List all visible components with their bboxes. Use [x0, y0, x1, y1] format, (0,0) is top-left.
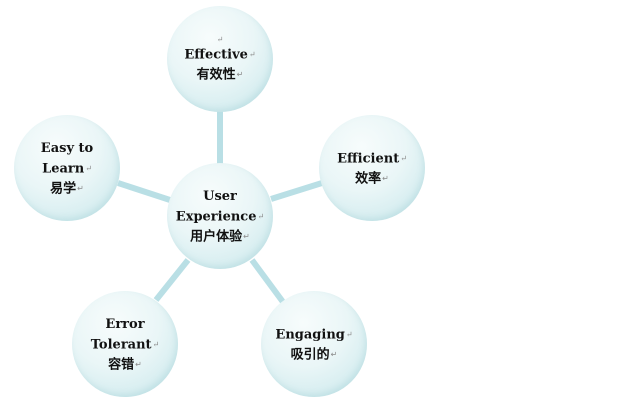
- node-error-label-line1: Error: [105, 316, 145, 332]
- node-effective-label-zh: 有效性: [196, 67, 236, 83]
- node-easy-label-line1: Easy to: [40, 140, 94, 156]
- node-effective: ↵ Effective↵ 有效性↵: [167, 6, 273, 112]
- node-error-label-line2: Tolerant: [90, 337, 152, 352]
- node-effective-label-en: Effective: [184, 47, 248, 62]
- node-engaging-label-en: Engaging: [275, 327, 345, 342]
- node-engaging-label-zh: 吸引的: [290, 347, 330, 363]
- paragraph-mark: ↵: [248, 49, 256, 59]
- paragraph-mark: ↵: [243, 232, 250, 241]
- connector-engaging: [249, 258, 286, 304]
- center-label-zh: 用户体验: [190, 229, 243, 245]
- paragraph-mark: ↵: [135, 360, 142, 369]
- center-label-line2: Experience: [175, 209, 257, 224]
- paragraph-mark: ↵: [77, 184, 84, 193]
- center-label-line1: User: [203, 188, 237, 204]
- connector-error: [153, 258, 191, 302]
- node-engaging: Engaging↵ 吸引的↵: [261, 291, 367, 397]
- node-easy-label-line2: Learn: [42, 161, 85, 176]
- paragraph-mark: ↵: [236, 70, 244, 79]
- paragraph-mark: ↵: [152, 339, 160, 349]
- paragraph-mark: ↵: [85, 163, 92, 173]
- paragraph-mark: ↵: [257, 211, 265, 221]
- paragraph-mark: ↵: [216, 34, 224, 44]
- node-error-label-zh: 容错: [108, 357, 135, 373]
- connector-easy: [117, 180, 171, 203]
- node-easy-to-learn: Easy to Learn↵ 易学↵: [14, 115, 120, 221]
- node-efficient-label-zh: 效率: [355, 171, 382, 187]
- paragraph-mark: ↵: [330, 350, 338, 359]
- node-easy-label-zh: 易学: [50, 181, 77, 197]
- connector-efficient: [270, 180, 323, 202]
- node-user-experience: User Experience↵ 用户体验↵: [167, 163, 273, 269]
- paragraph-mark: ↵: [400, 153, 407, 163]
- paragraph-mark: ↵: [345, 329, 353, 339]
- paragraph-mark: ↵: [382, 174, 389, 183]
- node-efficient-label-en: Efficient: [337, 151, 400, 166]
- node-efficient: Efficient↵ 效率↵: [319, 115, 425, 221]
- node-error-tolerant: Error Tolerant↵ 容错↵: [72, 291, 178, 397]
